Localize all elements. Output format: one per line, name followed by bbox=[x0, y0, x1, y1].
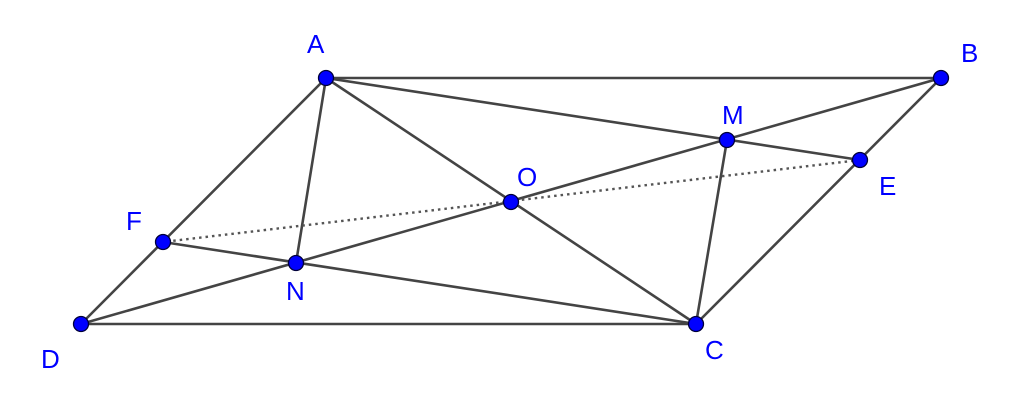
label-c: C bbox=[705, 335, 724, 365]
point-c bbox=[687, 315, 705, 333]
point-e bbox=[851, 151, 869, 169]
points-layer bbox=[72, 69, 950, 333]
segment-bc bbox=[694, 76, 943, 326]
point-o bbox=[502, 193, 520, 211]
segment-cf bbox=[161, 240, 698, 326]
segment-ae bbox=[324, 76, 862, 162]
label-b: B bbox=[961, 38, 978, 68]
label-d: D bbox=[41, 344, 60, 374]
label-f: F bbox=[126, 206, 142, 236]
point-f bbox=[154, 233, 172, 251]
segment-an bbox=[294, 76, 328, 265]
point-m bbox=[718, 131, 736, 149]
label-o: O bbox=[517, 162, 537, 192]
label-n: N bbox=[286, 276, 305, 306]
point-n bbox=[287, 254, 305, 272]
segment-da bbox=[79, 76, 328, 326]
point-d bbox=[72, 315, 90, 333]
point-b bbox=[932, 69, 950, 87]
label-m: M bbox=[722, 100, 744, 130]
segment-cm bbox=[694, 138, 729, 326]
label-e: E bbox=[879, 171, 896, 201]
label-a: A bbox=[307, 29, 325, 59]
labels-layer: A B C D E F M N O bbox=[41, 29, 978, 374]
point-a bbox=[317, 69, 335, 87]
